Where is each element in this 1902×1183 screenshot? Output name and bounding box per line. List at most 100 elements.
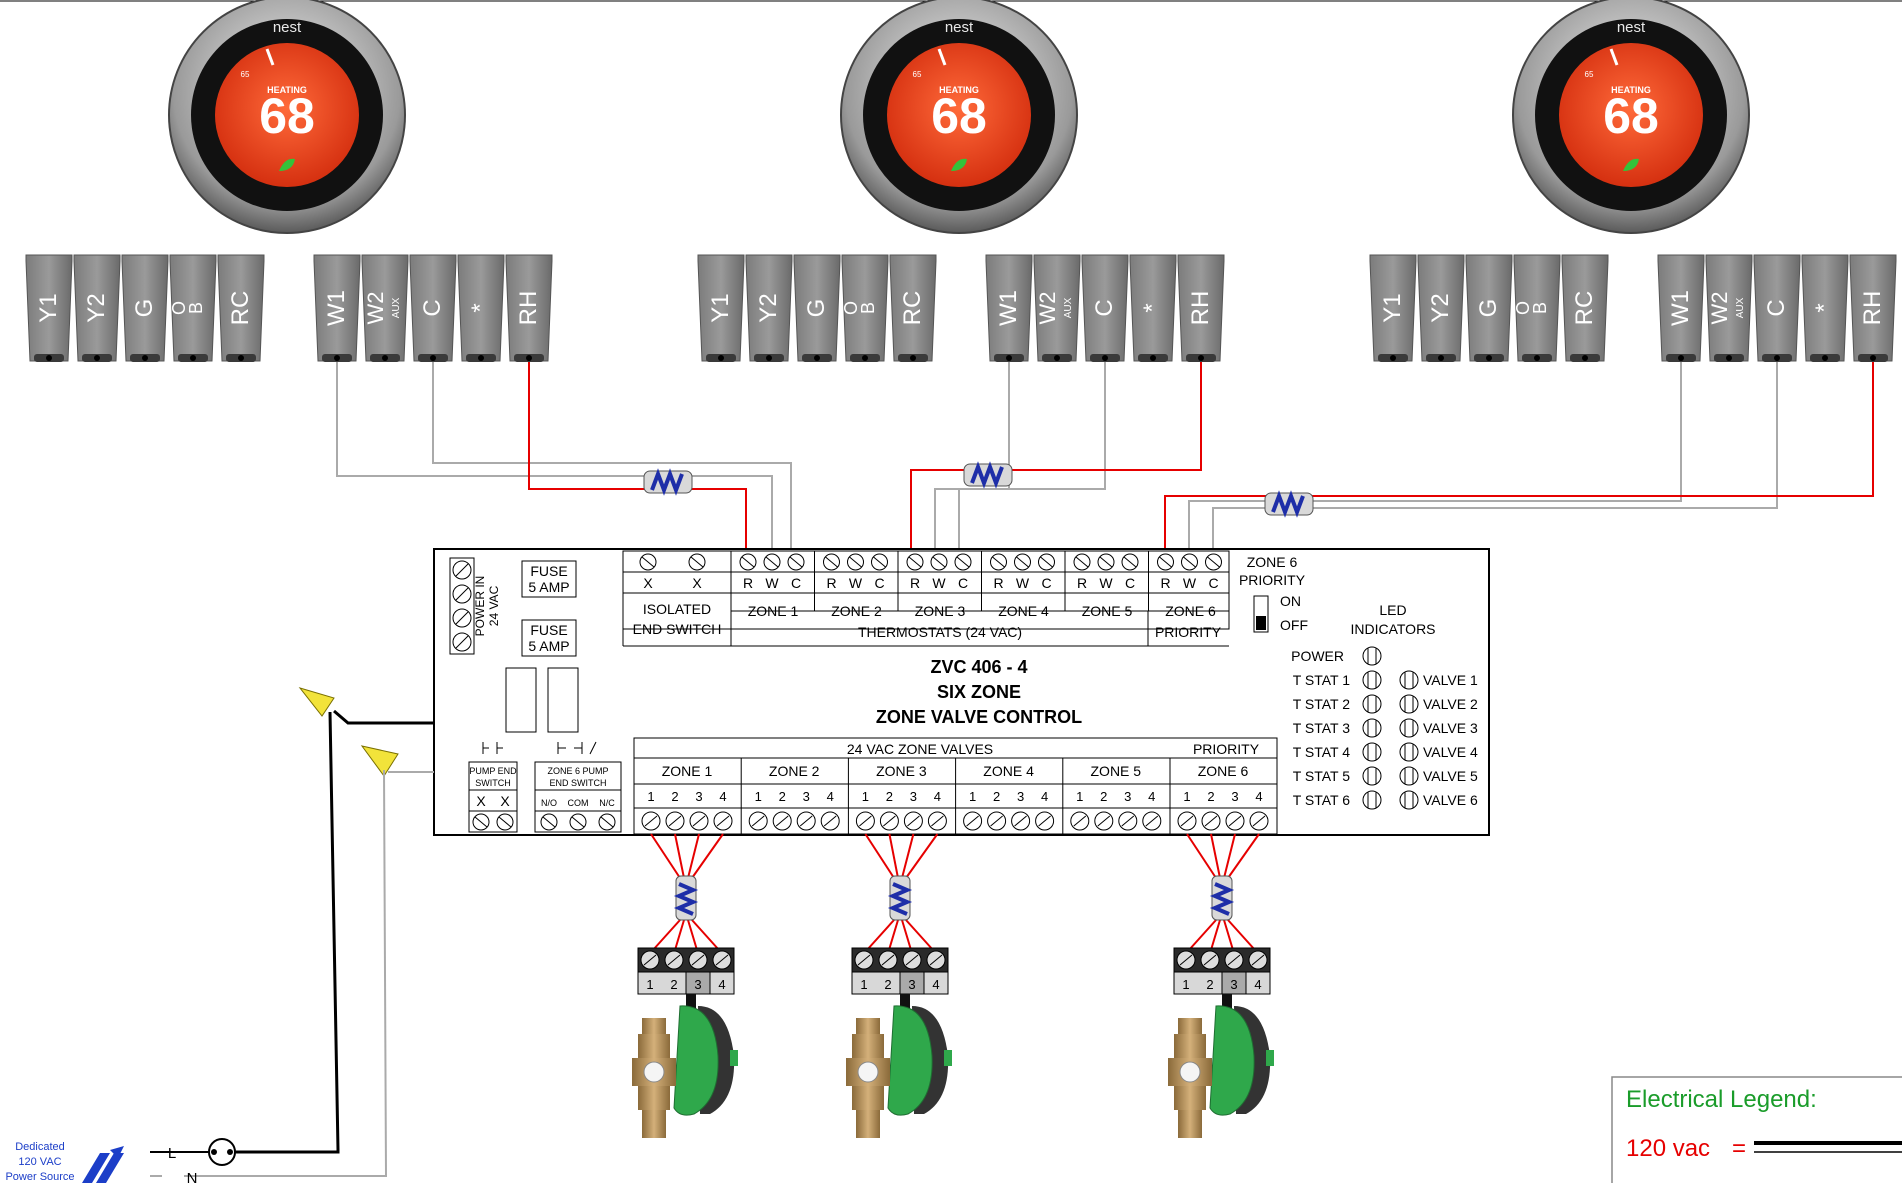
fuse-holder-1 [505,667,537,733]
pin-label: 2 [671,789,678,804]
terminal-hole [1582,355,1588,361]
brass-neck [852,1034,884,1058]
zone-label: ZONE 4 [983,763,1034,779]
terminal-y2: Y2 [745,254,793,362]
wire-connector [1209,875,1235,921]
screw-slot [775,815,789,827]
terminal-hole [238,355,244,361]
isolated-x-label: X [692,575,702,591]
valve-pin-highlight [899,971,925,995]
tstat-led-label: T STAT 6 [1293,792,1351,808]
valve-led-label: VALVE 6 [1423,792,1478,808]
screw-slot [1179,954,1193,966]
pin-label: 3 [910,789,917,804]
zone-label: ZONE 1 [662,763,713,779]
pin-label: 1 [1076,789,1083,804]
terminal-rc: RC [217,254,265,362]
pin-label: 1 [755,789,762,804]
thermostat-face [887,43,1031,187]
valve-wire-lower [687,919,698,951]
screw-slot [716,815,730,827]
terminal-label: RC [1571,291,1598,326]
tstat-led-label: T STAT 4 [1293,744,1351,760]
pump-term-label: COM [568,798,589,808]
rwc-label: R [743,575,753,591]
power-led-label: POWER [1291,648,1344,664]
valve-wire-lower [888,919,899,951]
tstat-led-label: T STAT 3 [1293,720,1351,736]
brass-fitting [642,1110,666,1138]
terminal-label: Y1 [35,293,62,322]
screw-slot [455,611,469,625]
valve-wire-lower [674,919,685,951]
rwc-label: W [932,575,946,591]
rwc-label: R [1077,575,1087,591]
terminal-y1: Y1 [1369,254,1417,362]
controller-model: ZVC 406 - 4 [930,657,1027,677]
rwc-label: R [1160,575,1170,591]
terminal-star: * [1129,254,1177,362]
led-icon [1362,670,1382,690]
valve-priority-label: PRIORITY [1193,741,1260,757]
terminal-rc: RC [1561,254,1609,362]
thermostat-brand: nest [1617,19,1646,36]
wire-rh-zone3 [910,362,1202,554]
zone6-pump-label: ZONE 6 PUMP [547,766,608,776]
terminal-c: C [1753,254,1801,362]
priority-label: PRIORITY [1155,624,1222,640]
led-icon [1399,742,1419,762]
screw-slot [873,556,886,568]
zone-valves-label: 24 VAC ZONE VALVES [847,741,993,757]
wire-connector [963,461,1013,489]
thermostat-temperature: 68 [259,88,315,144]
tstat-led-label: T STAT 1 [1293,672,1351,688]
terminal-label: RH [1859,291,1886,326]
terminal-y1: Y1 [697,254,745,362]
line-n-label: N [187,1170,198,1183]
terminal-body [889,254,937,362]
led-icon [1399,766,1419,786]
isolated-x-label: X [643,575,653,591]
pin-label: 4 [1148,789,1155,804]
screw-slot [859,815,872,827]
screw-slot [1228,815,1242,827]
wire-connector [643,468,693,496]
zone-label: ZONE 1 [748,603,799,619]
screw-slot [692,815,706,827]
thermostat-temperature: 68 [931,88,987,144]
terminal-label: B [1530,302,1550,314]
screw-slot [956,556,970,568]
dial-mark: 65 [913,70,922,79]
terminal-w1: W1 [985,254,1033,362]
rwc-label: W [1099,575,1113,591]
terminal-hole [94,355,100,361]
led-icon [1362,790,1382,810]
terminal-body [169,254,217,362]
valve-pin-label: 1 [860,977,867,992]
terminal-label: B [186,302,206,314]
label-backdrop [162,1164,184,1182]
valve-actuator [1209,1005,1255,1116]
terminal-label: RC [227,291,254,326]
zone-label: ZONE 3 [915,603,966,619]
screw-slot [799,815,813,827]
thermostat-temperature: 68 [1603,88,1659,144]
terminal-hole [1054,355,1060,361]
valve-pin-label: 4 [1254,977,1261,992]
terminal-c: C [409,254,457,362]
screw-slot [751,815,765,827]
screw-slot [849,556,862,568]
screw-slot [455,563,469,577]
terminal-label: W2 [1035,292,1060,325]
